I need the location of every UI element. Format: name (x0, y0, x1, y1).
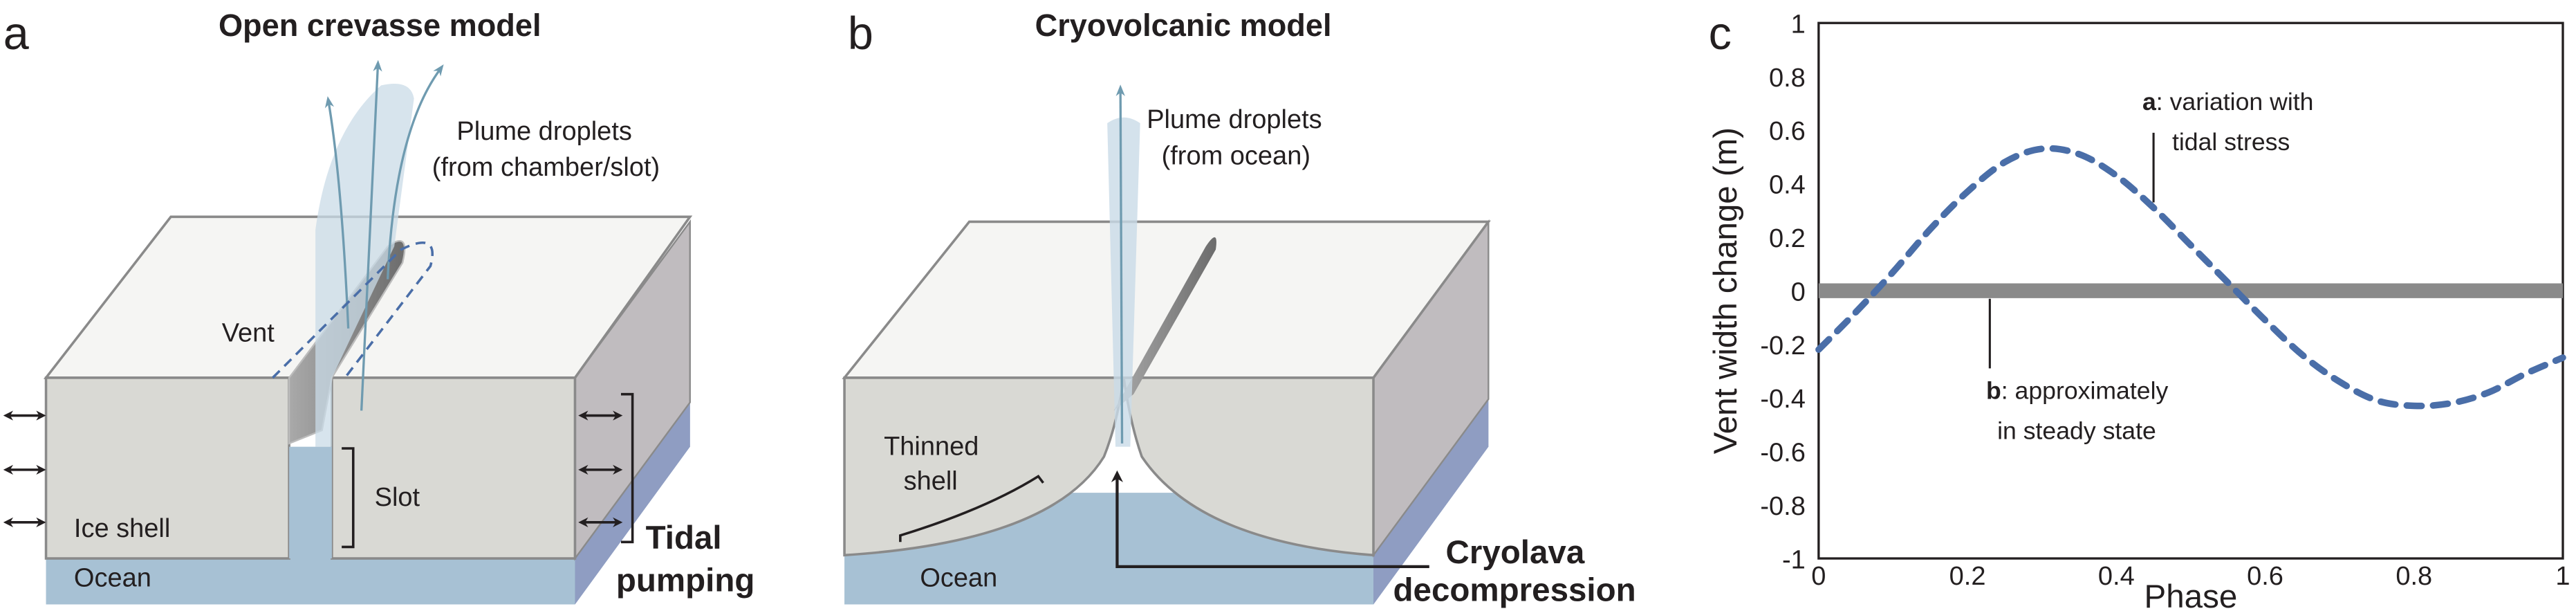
plume-arrow-middle (360, 60, 382, 411)
cryolava-label-line1: Cryolava (1446, 534, 1585, 571)
plume-arrow-left (324, 95, 350, 329)
x-tick-label: 0 (1811, 562, 1826, 591)
tidal-bracket (620, 392, 634, 544)
plume-b (1107, 117, 1140, 447)
tidal-label-line2: pumping (616, 563, 755, 599)
y-tick-label: 0 (1791, 277, 1806, 307)
plume-a (315, 84, 414, 447)
annotation-b-text: b: approximately (1986, 377, 2169, 405)
ice-top-b (842, 220, 1491, 379)
y-tick-label: 0.4 (1769, 171, 1806, 200)
plume-label-b-line1: Plume droplets (1147, 105, 1322, 134)
x-axis-title: Phase (2144, 578, 2238, 611)
x-tick-label: 1 (2555, 562, 2570, 591)
plume-label-a-line2: (from chamber/slot) (432, 153, 660, 182)
cryolava-arrow (1111, 470, 1429, 569)
plume-label-a-line1: Plume droplets (456, 117, 631, 146)
y-tick-label: -0.4 (1760, 385, 1805, 414)
slot-bracket (342, 447, 355, 549)
tidal-arrows-left (3, 410, 46, 527)
vent-dashed-outline (272, 241, 434, 379)
y-tick-label: -0.2 (1760, 331, 1805, 361)
panel-b: b Cryovolcanic model Plume droplets (fro… (842, 8, 1636, 609)
annotation-b-text-line2: in steady state (1997, 417, 2156, 445)
plume-arrow-b (1115, 84, 1125, 444)
thinned-label-line2: shell (904, 466, 958, 495)
plume-label-b-line2: (from ocean) (1162, 141, 1310, 170)
panel-a: a Open crevasse model Plume droplets (fr… (3, 8, 755, 605)
x-tick-label: 0.6 (2247, 562, 2283, 591)
annotation-a-text-line2: tidal stress (2172, 128, 2290, 156)
series-a-dashed-curve (1815, 145, 2566, 410)
annotation-a-text: a: variation with (2142, 88, 2314, 116)
x-tick-label: 0.2 (1949, 562, 1986, 591)
slot-label: Slot (375, 483, 420, 512)
ice-front-right-a (331, 376, 577, 560)
vent-shape-b (1113, 237, 1216, 411)
y-tick-label: -0.8 (1760, 492, 1805, 521)
panel-c-letter: c (1709, 8, 1732, 60)
tidal-label-line1: Tidal (646, 520, 722, 556)
ice-shell-label: Ice shell (74, 514, 170, 543)
thinned-label-line1: Thinned (884, 432, 979, 462)
tidal-arrows-right (578, 410, 623, 527)
thinned-shell-bracket (899, 474, 1044, 542)
panel-b-title: Cryovolcanic model (1035, 8, 1332, 43)
plume-arrow-right (386, 64, 444, 280)
slot-water (289, 446, 332, 559)
x-tick-label: 0.8 (2396, 562, 2432, 591)
vent-label: Vent (222, 319, 275, 348)
y-tick-label: 0.8 (1769, 64, 1806, 93)
cryolava-label-line2: decompression (1393, 572, 1636, 609)
ocean-label-b: Ocean (920, 563, 997, 592)
ocean-side-b (1373, 399, 1489, 605)
ocean-slab-a (46, 299, 690, 605)
y-tick-label: 1 (1791, 10, 1806, 39)
panel-b-letter: b (848, 8, 873, 60)
ocean-label-a: Ocean (74, 563, 151, 592)
x-tick-label: 0.4 (2098, 562, 2135, 591)
panel-a-letter: a (3, 8, 29, 60)
y-tick-label: -0.6 (1760, 439, 1805, 468)
y-tick-label: 0.6 (1769, 117, 1806, 146)
panel-a-title: Open crevasse model (219, 8, 541, 43)
y-tick-label: 0.2 (1769, 224, 1806, 253)
ice-front-left-a (44, 376, 290, 560)
y-axis-title: Vent width change (m) (1707, 127, 1744, 454)
y-tick-label: -1 (1782, 545, 1806, 574)
